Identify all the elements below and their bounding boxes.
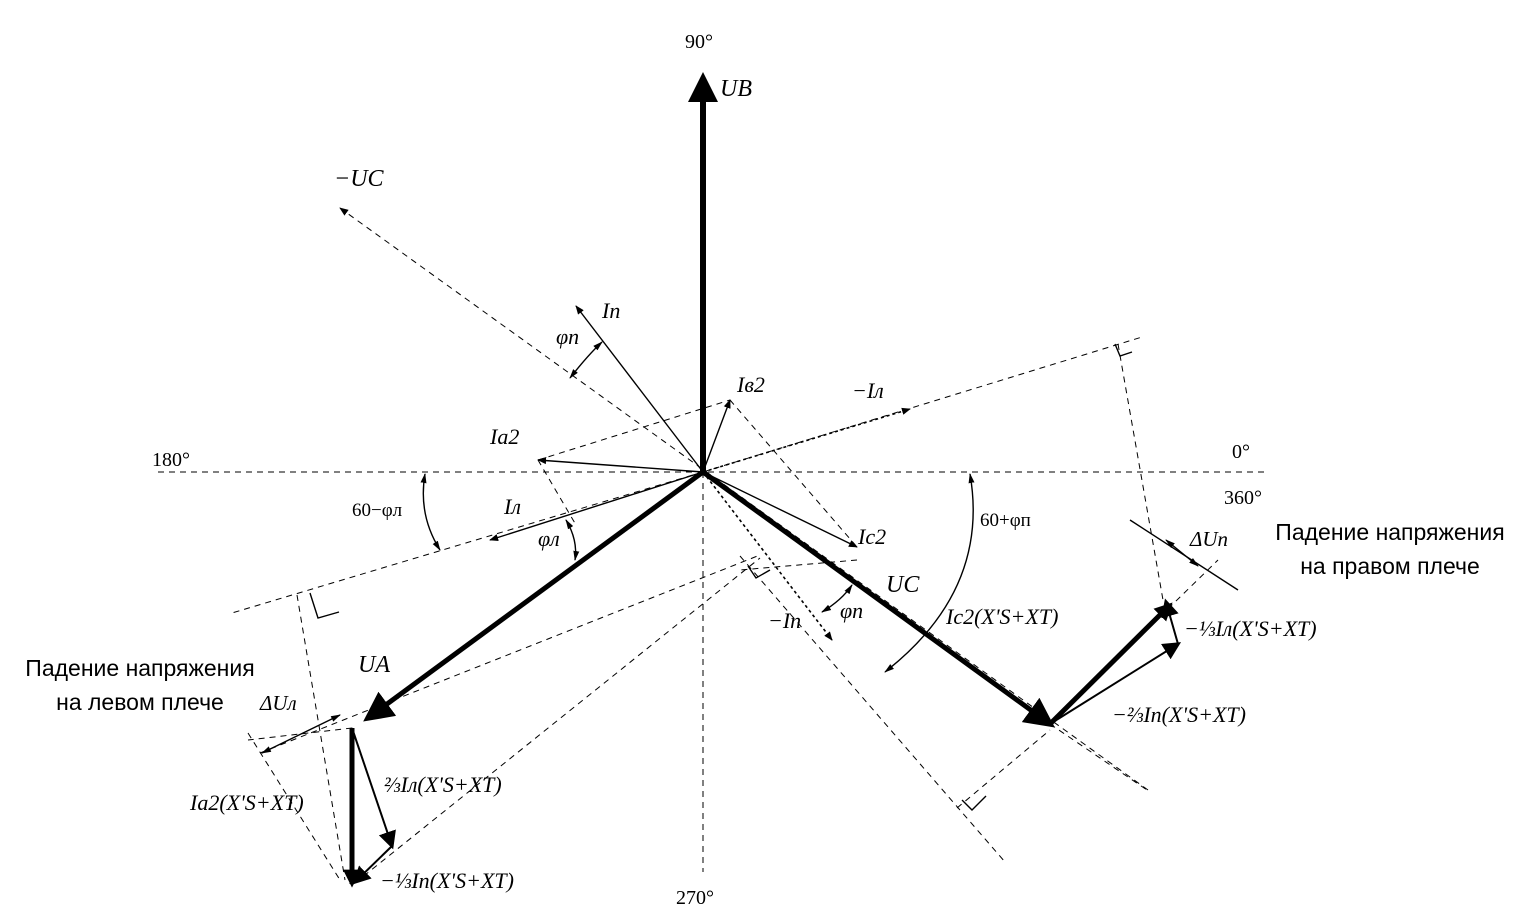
arc-60-plus-phi-p xyxy=(884,473,975,673)
phasor-i-b2 xyxy=(702,399,731,473)
left-drop-two-thirds-il xyxy=(351,727,396,850)
construction-ia2-il xyxy=(537,459,577,526)
center-right-angle-mark xyxy=(747,565,771,579)
label-i-a2: Iа2 xyxy=(489,424,519,449)
left-right-angle-mark xyxy=(309,592,340,619)
phasor-i-c2 xyxy=(702,471,858,548)
right-drop-minus-third-il xyxy=(1049,642,1182,725)
caption-right-line1: Падение напряжения xyxy=(1275,519,1504,545)
label-0-deg: 0° xyxy=(1232,441,1250,463)
label-180-deg: 180° xyxy=(152,449,190,471)
label-phi-p-top: φп xyxy=(556,324,579,349)
label-i-b2: Iв2 xyxy=(736,372,765,397)
arc-phi-p-top xyxy=(569,341,603,379)
phasor-ua xyxy=(363,469,705,722)
label-i-c2: Ic2 xyxy=(857,524,886,549)
label-minus-third-il: −⅓Iл(X'S+XT) xyxy=(1184,616,1317,641)
caption-left-line2: на левом плече xyxy=(56,689,224,715)
label-ia2-term: Iа2(X'S+XT) xyxy=(189,790,304,815)
label-ub: UB xyxy=(720,76,752,102)
left-perp-3 xyxy=(247,732,341,881)
construction-ia2-ib2 xyxy=(537,399,731,461)
arc-phi-l xyxy=(565,519,580,561)
label-270-deg: 270° xyxy=(676,887,714,909)
right-long-dash xyxy=(739,555,1006,863)
label-minus-third-ip: −⅓Iп(X'S+XT) xyxy=(380,868,514,893)
label-minus-two-thirds-ip: −⅔Iп(X'S+XT) xyxy=(1112,702,1246,727)
phasor-minus-i-p xyxy=(702,471,833,641)
caption-right-line2: на правом плече xyxy=(1300,553,1480,579)
right-perp-3 xyxy=(1049,723,1151,793)
right-perp-4 xyxy=(956,729,1051,809)
caption-left-line1: Падение напряжения xyxy=(25,655,254,681)
right-drop-resultant xyxy=(1048,602,1173,726)
phasor-uc xyxy=(701,469,1055,728)
label-delta-u-p: ΔUп xyxy=(1189,527,1228,551)
label-360-deg: 360° xyxy=(1224,487,1262,509)
left-delta-arrow xyxy=(261,714,341,754)
label-phi-l: φл xyxy=(538,526,560,551)
axis-current-left-ray xyxy=(231,471,704,614)
phasor-i-p xyxy=(575,305,704,473)
right-delta-arrow xyxy=(1165,539,1199,567)
left-parallel-2 xyxy=(354,557,761,884)
label-two-thirds-il: ⅔Iл(X'S+XT) xyxy=(384,772,502,797)
left-perp-2 xyxy=(296,594,346,881)
left-parallel-1 xyxy=(259,554,761,754)
label-i-l: Iл xyxy=(503,494,521,519)
label-ua: UA xyxy=(358,652,390,678)
label-minus-i-p: −Iп xyxy=(768,608,801,633)
arc-60-minus-phi-l xyxy=(420,473,441,551)
left-drop-minus-third-ip xyxy=(352,845,393,885)
label-minus-uc: −UC xyxy=(334,166,385,192)
arc-phi-p-bottom xyxy=(821,584,853,613)
construction-ib2-ic2 xyxy=(729,399,858,548)
right-bottom-right-angle-mark xyxy=(961,795,987,811)
right-right-angle-mark xyxy=(1114,343,1133,357)
construction-ic2-diag xyxy=(739,559,858,571)
label-60-plus-phi-p: 60+φп xyxy=(980,510,1031,531)
phasor-i-a2 xyxy=(537,456,704,473)
phasor-i-l xyxy=(489,471,704,541)
label-90-deg: 90° xyxy=(685,31,713,53)
label-ic2-term: Ic2(X'S+XT) xyxy=(945,604,1058,629)
label-60-minus-phi-l: 60−φл xyxy=(352,500,403,521)
label-phi-p-bottom: φп xyxy=(840,598,863,623)
label-i-p: Iп xyxy=(601,298,620,323)
label-delta-u-l: ΔUл xyxy=(259,691,297,715)
label-minus-i-l: −Iл xyxy=(852,378,884,403)
phasor-minus-i-l xyxy=(702,407,911,473)
label-uc: UC xyxy=(886,572,920,598)
